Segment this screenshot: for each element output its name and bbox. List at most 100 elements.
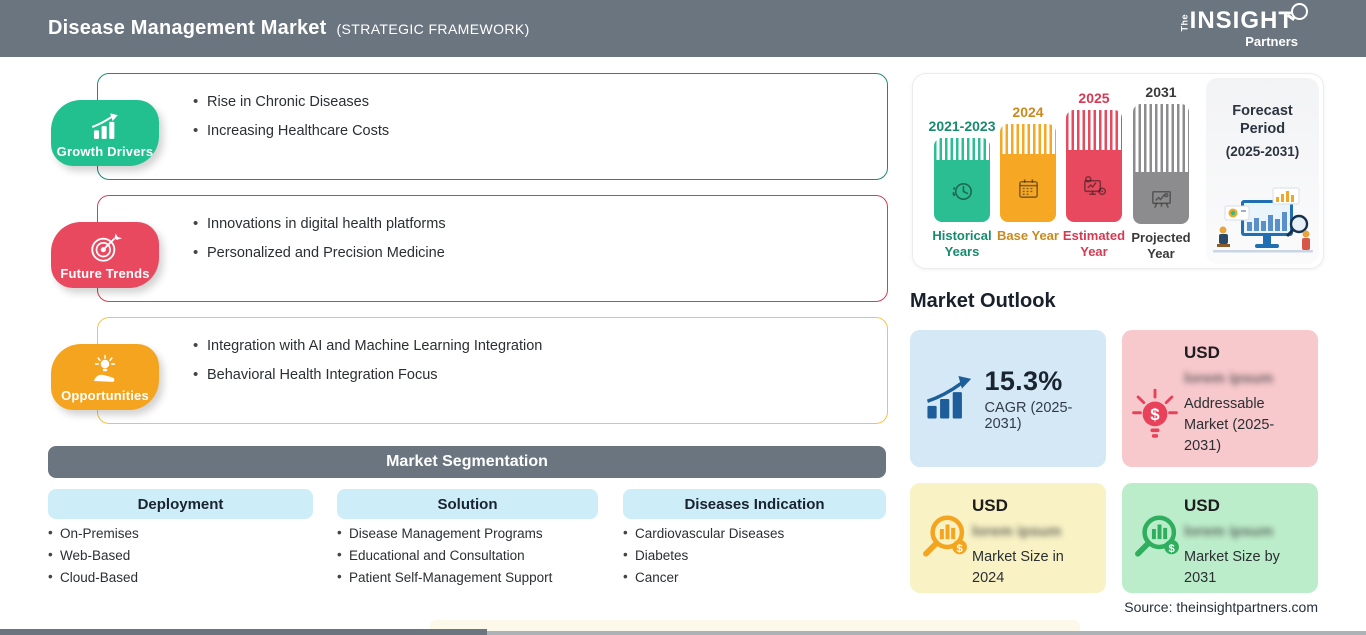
bar-body <box>1133 172 1189 225</box>
diseases-indication-list: Cardiovascular Diseases Diabetes Cancer <box>623 525 784 592</box>
bulb-dollar-icon: $ <box>1132 388 1178 438</box>
opportunities-list: Integration with AI and Machine Learning… <box>98 318 887 383</box>
future-trends-badge: Future Trends <box>51 222 159 288</box>
cagr-card: 15.3% CAGR (2025-2031) <box>910 330 1106 467</box>
list-item: Integration with AI and Machine Learning… <box>193 337 867 354</box>
page-title-main: Disease Management Market <box>48 17 327 39</box>
page-title: Disease Management Market (STRATEGIC FRA… <box>48 0 530 57</box>
clock-history-icon <box>951 182 972 200</box>
logo-the: The <box>1179 13 1190 32</box>
card-caption: Market Size by 2031 <box>1184 549 1280 587</box>
magnifier-chart-icon: $ <box>923 515 967 557</box>
timeline-bar <box>1066 110 1122 222</box>
target-dart-icon <box>91 233 122 262</box>
magnifier-chart-icon: $ <box>1135 515 1179 557</box>
cagr-caption: CAGR (2025-2031) <box>984 399 1073 432</box>
segmentation-header-deployment: Deployment <box>48 489 313 519</box>
list-item: Cancer <box>623 569 784 585</box>
timeline-caption: Historical Years <box>932 228 992 259</box>
svg-text:$: $ <box>956 543 963 555</box>
blurred-value: lorem ipsum <box>972 523 1062 540</box>
market-outlook-title: Market Outlook <box>910 290 1056 312</box>
growth-drivers-badge: Growth Drivers <box>51 100 159 166</box>
currency-label: USD <box>972 496 1008 515</box>
timeline-column-historical: 2021-2023 Historical Years <box>929 84 996 262</box>
timeline-year: 2021-2023 <box>928 118 996 134</box>
magnifier-icon <box>1291 3 1308 20</box>
opportunities-box: Opportunities Integration with AI and Ma… <box>51 317 888 424</box>
list-item: Personalized and Precision Medicine <box>193 244 867 261</box>
list-item: Rise in Chronic Diseases <box>193 93 867 110</box>
timeline-bar <box>934 138 990 222</box>
timeline-caption: Projected Year <box>1131 230 1191 262</box>
bar-stripes <box>1000 124 1056 154</box>
header-bar: Disease Management Market (STRATEGIC FRA… <box>0 0 1366 57</box>
badge-label: Growth Drivers <box>56 144 154 159</box>
insight-partners-logo: The INSIGHT Partners <box>1179 3 1308 49</box>
list-item: Web-Based <box>48 547 139 563</box>
logo-insight: INSIGHT <box>1190 3 1308 33</box>
list-item: Patient Self-Management Support <box>337 569 552 585</box>
timeline-column-estimated: 2025 Estimated Year <box>1063 84 1125 262</box>
card-caption: Market Size in 2024 <box>972 549 1064 587</box>
forecast-period-panel: Forecast Period (2025-2031) <box>1206 78 1319 264</box>
bar-body <box>1066 150 1122 222</box>
timeline-panel: Forecast Period (2025-2031) <box>912 73 1324 269</box>
addressable-market-card: $ USD lorem ipsum Addressable Market (20… <box>1122 330 1318 467</box>
list-item: On-Premises <box>48 525 139 541</box>
forecast-period-label: Forecast Period <box>1232 103 1293 138</box>
cagr-value: 15.3% <box>984 365 1063 396</box>
bar-stripes <box>934 138 990 160</box>
timeline-year: 2024 <box>1012 104 1044 120</box>
list-item: Innovations in digital health platforms <box>193 215 867 232</box>
growth-drivers-box: Growth Drivers Rise in Chronic Diseases … <box>51 73 888 180</box>
list-item: Behavioral Health Integration Focus <box>193 366 867 383</box>
list-item: Disease Management Programs <box>337 525 552 541</box>
bar-stripes <box>1133 104 1189 172</box>
segmentation-header-solution: Solution <box>337 489 598 519</box>
footer-strip-gray <box>487 631 1366 635</box>
currency-label: USD <box>1184 343 1220 362</box>
list-item: Increasing Healthcare Costs <box>193 122 867 139</box>
badge-label: Future Trends <box>60 266 150 281</box>
presentation-chart-icon <box>1151 190 1171 208</box>
footer-strip-dark <box>0 629 487 635</box>
future-trends-list: Innovations in digital health platforms … <box>98 196 887 261</box>
timeline-year: 2031 <box>1145 84 1177 100</box>
future-trends-box: Future Trends Innovations in digital hea… <box>51 195 888 302</box>
svg-text:$: $ <box>1150 405 1160 424</box>
logo-partners: Partners <box>1245 34 1298 49</box>
timeline-year: 2025 <box>1078 90 1110 106</box>
bar-stripes <box>1066 110 1122 150</box>
bar-body <box>934 160 990 222</box>
growth-chart-icon <box>926 375 972 419</box>
blurred-value: lorem ipsum <box>1184 523 1274 540</box>
timeline-column-base: 2024 Base Year <box>997 84 1059 262</box>
bar-body <box>1000 154 1056 222</box>
svg-text:$: $ <box>1168 543 1175 555</box>
list-item: Diabetes <box>623 547 784 563</box>
list-item: Cardiovascular Diseases <box>623 525 784 541</box>
solution-list: Disease Management Programs Educational … <box>337 525 552 592</box>
computer-analytics-icon <box>1083 175 1106 195</box>
timeline-caption: Base Year <box>997 228 1059 243</box>
timeline-bar <box>1133 104 1189 225</box>
list-item: Educational and Consultation <box>337 547 552 563</box>
bulb-hand-icon <box>93 354 116 382</box>
market-size-2024-card: $ USD lorem ipsum Market Size in 2024 <box>910 483 1106 593</box>
list-item: Cloud-Based <box>48 569 139 585</box>
currency-label: USD <box>1184 496 1220 515</box>
source-attribution: Source: theinsightpartners.com <box>1124 599 1318 615</box>
growth-drivers-list: Rise in Chronic Diseases Increasing Heal… <box>98 74 887 139</box>
forecast-illustration <box>1212 187 1313 253</box>
badge-label: Opportunities <box>61 388 149 403</box>
timeline-bar <box>1000 124 1056 222</box>
deployment-list: On-Premises Web-Based Cloud-Based <box>48 525 139 592</box>
forecast-period-range: (2025-2031) <box>1225 144 1300 160</box>
page-title-subtitle: (STRATEGIC FRAMEWORK) <box>336 20 530 37</box>
timeline-column-projected: 2031 Projected Year <box>1131 84 1190 262</box>
segmentation-header-diseases: Diseases Indication <box>623 489 886 519</box>
card-caption: Addressable Market (2025-2031) <box>1184 396 1275 455</box>
market-size-2031-card: $ USD lorem ipsum Market Size by 2031 <box>1122 483 1318 593</box>
